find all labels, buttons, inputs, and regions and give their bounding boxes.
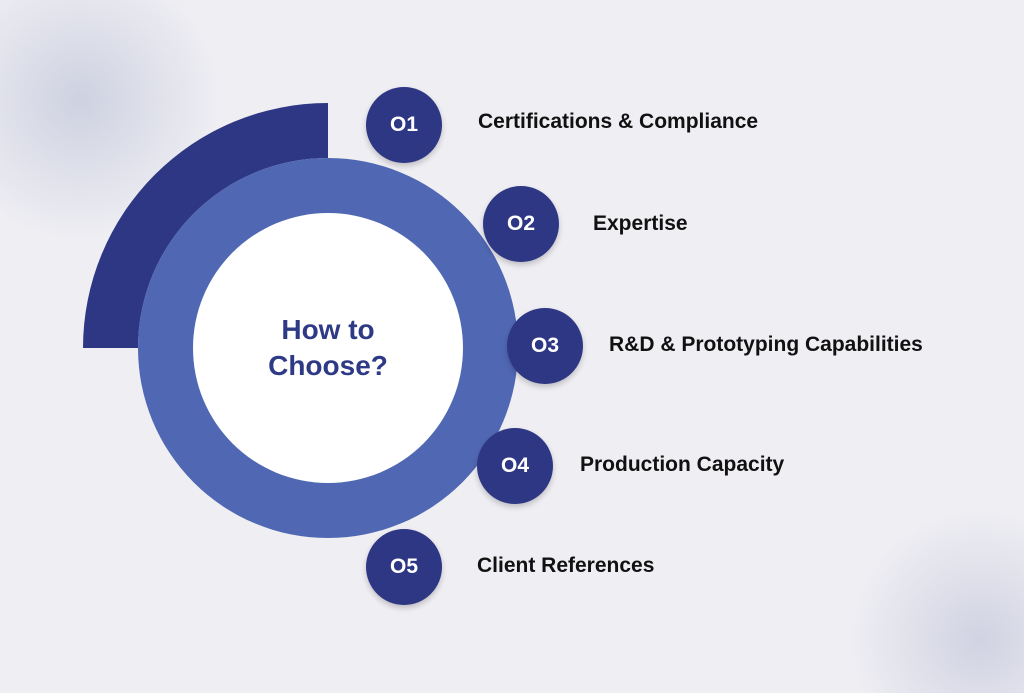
step-badge-1: O1 xyxy=(366,87,442,163)
step-badge-2: O2 xyxy=(483,186,559,262)
step-label-1: Certifications & Compliance xyxy=(478,110,759,133)
step-label-4: Production Capacity xyxy=(580,453,785,476)
inner-circle xyxy=(193,213,463,483)
step-badge-3: O3 xyxy=(507,308,583,384)
title-line-1: How to xyxy=(281,314,375,345)
step-label-5: Client References xyxy=(477,554,655,577)
step-badge-4: O4 xyxy=(477,428,553,504)
quarter-arc-accent xyxy=(83,103,328,348)
step-label-2: Expertise xyxy=(593,212,688,235)
step-label-3: R&D & Prototyping Capabilities xyxy=(609,333,923,356)
step-badge-5: O5 xyxy=(366,529,442,605)
center-title: How to Choose? xyxy=(228,312,428,384)
title-line-2: Choose? xyxy=(268,350,388,381)
